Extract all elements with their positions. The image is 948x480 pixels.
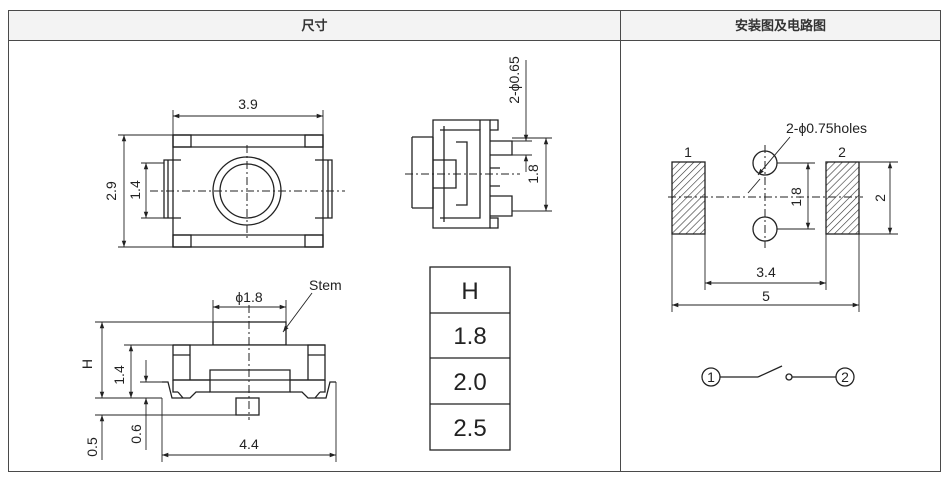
- front-view: [95, 292, 337, 462]
- dim-height-label: 2.9: [103, 181, 119, 201]
- switch-contact: [757, 365, 783, 378]
- circuit-node-1: 1: [707, 369, 715, 385]
- pcb-footprint: [668, 136, 898, 312]
- footprint-holes-label: 2-ϕ0.75holes: [786, 120, 867, 136]
- dim-inner-height-label: 1.4: [127, 180, 143, 200]
- dim-body-height-label: 1.4: [111, 365, 127, 385]
- table-value-3: 2.5: [453, 415, 486, 442]
- footprint-inner-span-label: 3.4: [756, 264, 776, 280]
- dim-pitch-label: 1.8: [525, 164, 541, 184]
- column-divider: [620, 11, 621, 471]
- spec-frame: 尺寸 安装图及电路图: [8, 10, 941, 472]
- pad1-label: 1: [684, 144, 692, 160]
- table-value-1: 1.8: [453, 323, 486, 350]
- dim-overall-width-label: 4.4: [239, 436, 259, 452]
- dim-width-label: 3.9: [238, 96, 258, 112]
- dim-terminal-height-label: 0.5: [84, 437, 100, 457]
- side-view: [405, 60, 552, 229]
- dim-h-label: H: [79, 359, 95, 369]
- table-header-h: H: [461, 278, 478, 305]
- footprint-pad-height-label: 2: [872, 194, 888, 202]
- circuit-node-2: 2: [841, 369, 849, 385]
- footprint-outer-span-label: 5: [762, 288, 770, 304]
- top-view: [118, 110, 345, 248]
- stem-label: Stem: [309, 277, 342, 293]
- dimensions-header: 尺寸: [301, 18, 328, 33]
- circuit-diagram: [701, 365, 855, 387]
- table-value-2: 2.0: [453, 369, 486, 396]
- height-table: [429, 266, 511, 451]
- dim-stem-dia-label: ϕ1.8: [235, 289, 263, 305]
- dim-base-height-label: 0.6: [128, 424, 144, 444]
- footprint-pitch-label: 1.8: [788, 187, 804, 207]
- header-row: 尺寸 安装图及电路图: [9, 11, 940, 41]
- mounting-circuit-header: 安装图及电路图: [734, 18, 826, 33]
- pad2-label: 2: [838, 144, 846, 160]
- dim-hole-dia-label: 2-ϕ0.65: [506, 56, 522, 104]
